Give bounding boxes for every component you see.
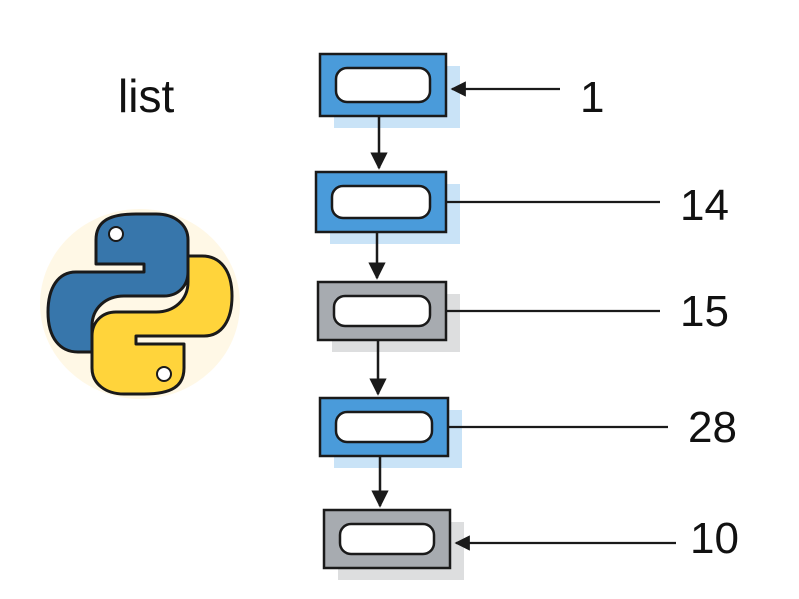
node-value-slot [330, 184, 432, 220]
node-value-label: 10 [690, 514, 739, 563]
list-node: 28 [318, 396, 737, 468]
list-links [368, 116, 389, 508]
node-value-slot [334, 66, 432, 104]
node-value-label: 15 [680, 287, 729, 336]
list-node: 14 [314, 170, 729, 244]
list-node: 15 [316, 280, 729, 352]
python-logo-icon [40, 209, 240, 399]
list-nodes: 1 14 15 28 10 [314, 52, 739, 580]
node-value-label: 14 [680, 181, 729, 230]
list-node: 10 [322, 508, 739, 580]
node-value-slot [334, 410, 434, 444]
node-value-slot [338, 522, 436, 556]
node-value-label: 28 [688, 403, 737, 452]
node-value-label: 1 [580, 73, 604, 122]
diagram-title: list [118, 70, 174, 122]
node-value-slot [332, 294, 432, 328]
list-node: 1 [318, 52, 604, 128]
